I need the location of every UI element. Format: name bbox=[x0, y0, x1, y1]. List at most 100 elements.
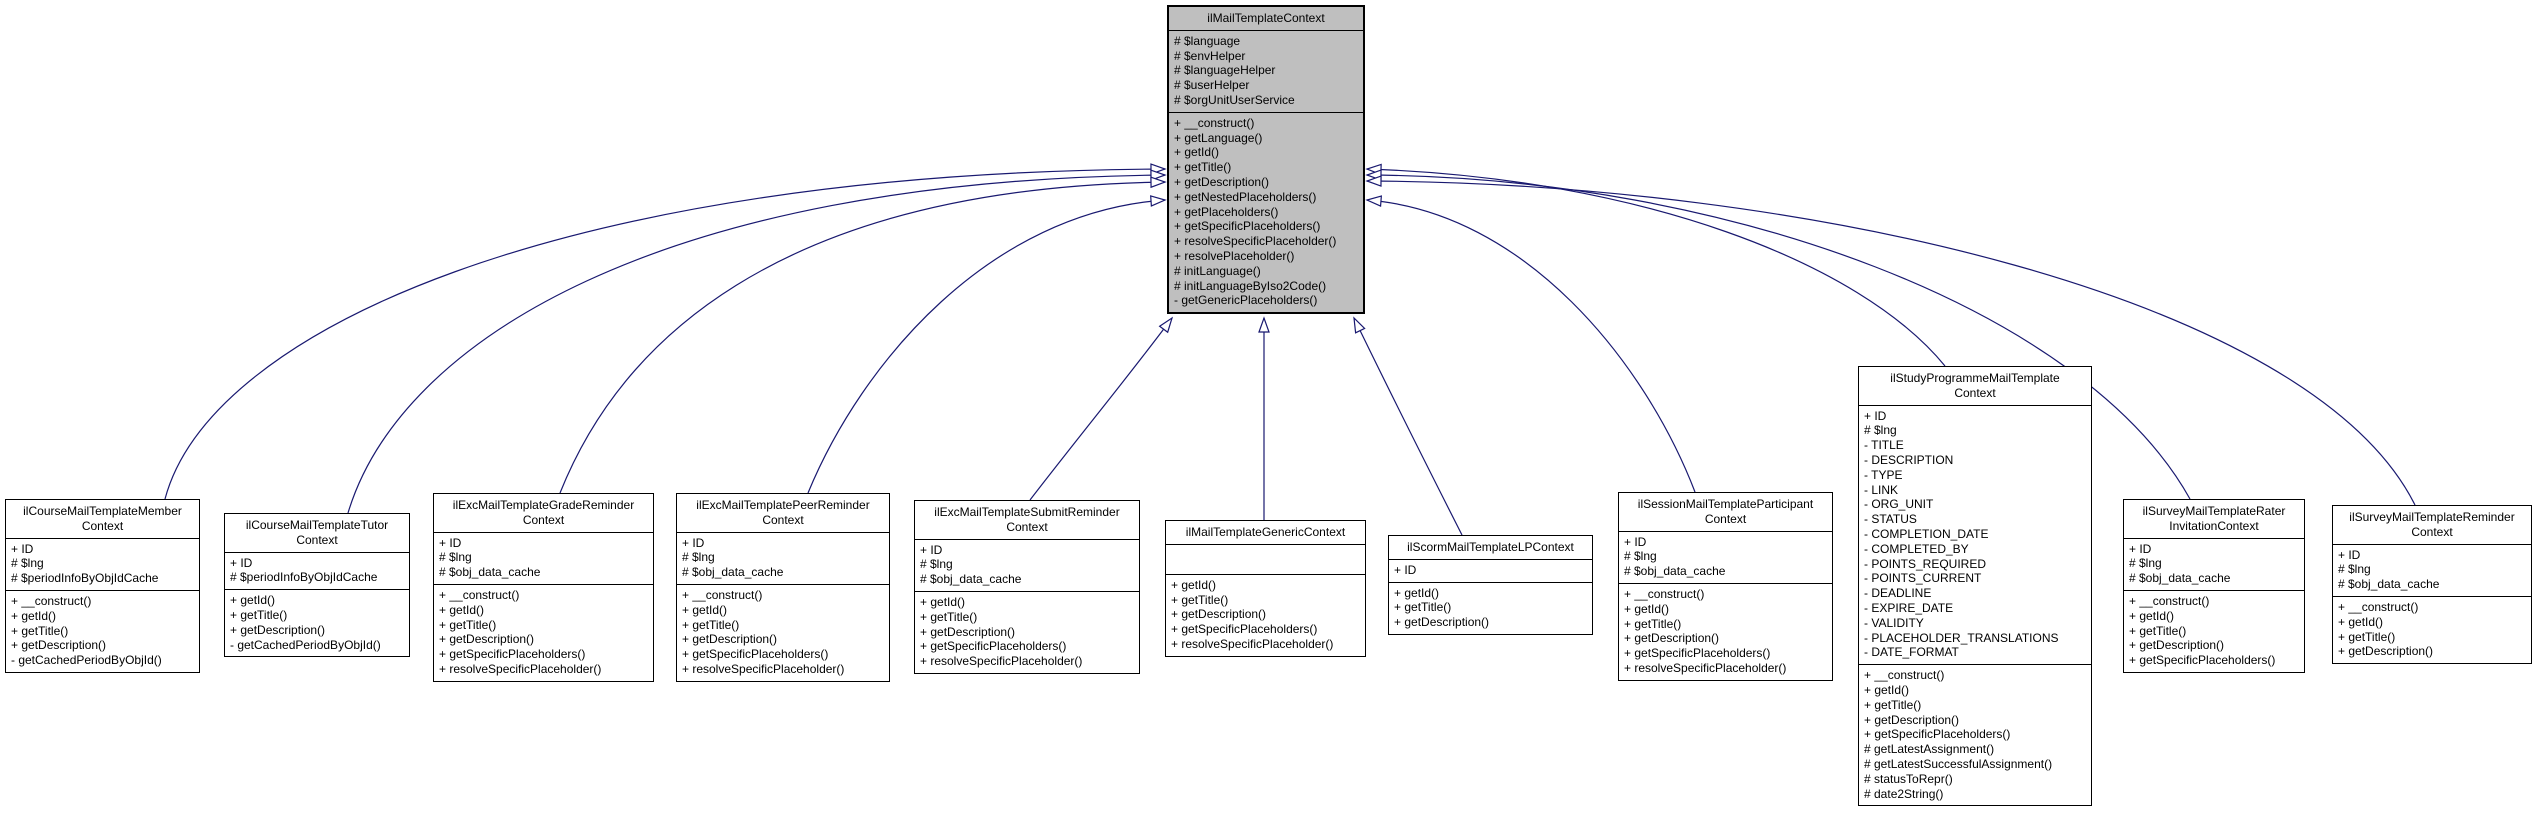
method: + __construct() bbox=[1864, 668, 1945, 683]
class-box-ilExcMailTemplatePeerReminderContext[interactable]: ilExcMailTemplatePeerReminder Context+ I… bbox=[676, 493, 890, 682]
attribute: + ID bbox=[1624, 534, 1647, 549]
method: - getGenericPlaceholders() bbox=[1174, 293, 1318, 308]
inheritance-arrow bbox=[164, 163, 1167, 500]
method: + getSpecificPlaceholders() bbox=[920, 639, 1067, 654]
class-box-ilCourseMailTemplateMemberContext[interactable]: ilCourseMailTemplateMember Context+ ID# … bbox=[5, 499, 200, 673]
method: + getNestedPlaceholders() bbox=[1174, 189, 1317, 204]
class-title: ilMailTemplateGenericContext bbox=[1166, 521, 1365, 545]
class-title: ilSurveyMailTemplateRater InvitationCont… bbox=[2124, 500, 2304, 539]
attribute: - LINK bbox=[1864, 482, 1899, 497]
attribute: - TYPE bbox=[1864, 467, 1903, 482]
attribute: # $periodInfoByObjIdCache bbox=[11, 571, 159, 586]
class-title: ilStudyProgrammeMailTemplate Context bbox=[1859, 367, 2091, 406]
class-title: ilExcMailTemplateGradeReminder Context bbox=[434, 494, 653, 533]
method: + getId() bbox=[2129, 608, 2175, 623]
method: + getSpecificPlaceholders() bbox=[1174, 219, 1321, 234]
class-box-ilMailTemplateGenericContext[interactable]: ilMailTemplateGenericContext+ getId()+ g… bbox=[1165, 520, 1366, 657]
methods-section: + __construct()+ getId()+ getTitle()+ ge… bbox=[1859, 665, 2091, 805]
attribute: - DEADLINE bbox=[1864, 586, 1932, 601]
class-title: ilSurveyMailTemplateReminder Context bbox=[2333, 506, 2531, 545]
attribute: # $lng bbox=[2129, 556, 2162, 571]
method: + __construct() bbox=[2129, 593, 2210, 608]
attribute: - EXPIRE_DATE bbox=[1864, 600, 1954, 615]
attribute: + ID bbox=[1864, 408, 1887, 423]
inheritance-arrow bbox=[1365, 169, 2191, 500]
method: + resolveSpecificPlaceholder() bbox=[1174, 234, 1337, 249]
attributes-section: # $language# $envHelper# $languageHelper… bbox=[1169, 31, 1363, 113]
attribute: + ID bbox=[682, 535, 705, 550]
attribute: # $lng bbox=[682, 550, 715, 565]
inheritance-arrow bbox=[1365, 163, 1946, 367]
method: + getSpecificPlaceholders() bbox=[1864, 727, 2011, 742]
method: + getId() bbox=[1394, 585, 1440, 600]
attribute: # $obj_data_cache bbox=[2129, 571, 2231, 586]
attribute: - POINTS_CURRENT bbox=[1864, 571, 1982, 586]
method: + getTitle() bbox=[1171, 592, 1229, 607]
class-box-ilSurveyMailTemplateRaterInvitationContext[interactable]: ilSurveyMailTemplateRater InvitationCont… bbox=[2123, 499, 2305, 673]
method: + getTitle() bbox=[1864, 697, 1922, 712]
method: + getTitle() bbox=[230, 607, 288, 622]
attribute: - ORG_UNIT bbox=[1864, 497, 1934, 512]
method: + getDescription() bbox=[682, 632, 778, 647]
method: + __construct() bbox=[1624, 586, 1705, 601]
attribute: # $lng bbox=[1864, 423, 1897, 438]
method: + getTitle() bbox=[2338, 629, 2396, 644]
class-box-ilScormMailTemplateLPContext[interactable]: ilScormMailTemplateLPContext + ID + getId(… bbox=[1388, 535, 1593, 635]
attribute: + ID bbox=[439, 535, 462, 550]
method: + __construct() bbox=[439, 587, 520, 602]
class-box-ilSessionMailTemplateParticipantContext[interactable]: ilSessionMailTemplateParticipant Context… bbox=[1618, 492, 1833, 681]
method: + getId() bbox=[230, 593, 276, 608]
method: + getId() bbox=[682, 602, 728, 617]
class-title: ilExcMailTemplateSubmitReminder Context bbox=[915, 501, 1139, 540]
inheritance-arrow bbox=[1029, 316, 1174, 501]
class-title: ilMailTemplateContext bbox=[1169, 7, 1363, 31]
attribute: # $lng bbox=[2338, 562, 2371, 577]
attribute: # $obj_data_cache bbox=[2338, 577, 2440, 592]
class-box-ilSurveyMailTemplateReminderContext[interactable]: ilSurveyMailTemplateReminder Context+ ID… bbox=[2332, 505, 2532, 665]
attribute: + ID bbox=[1394, 562, 1417, 577]
attributes-section: + ID# $lng- TITLE- DESCRIPTION- TYPE- LI… bbox=[1859, 406, 2091, 666]
inheritance-arrow bbox=[807, 195, 1167, 494]
method: + getDescription() bbox=[1624, 631, 1720, 646]
class-box-ilExcMailTemplateSubmitReminderContext[interactable]: ilExcMailTemplateSubmitReminder Context +… bbox=[914, 500, 1140, 674]
method: + __construct() bbox=[2338, 599, 2419, 614]
inheritance-arrow bbox=[559, 176, 1167, 494]
method: + getDescription() bbox=[1864, 712, 1960, 727]
attribute: # $obj_data_cache bbox=[682, 565, 784, 580]
class-box-ilMailTemplateContext[interactable]: ilMailTemplateContext# $language# $envHe… bbox=[1167, 5, 1365, 315]
method: + getTitle() bbox=[1624, 616, 1682, 631]
method: + getSpecificPlaceholders() bbox=[1171, 622, 1318, 637]
method: + __construct() bbox=[682, 587, 763, 602]
method: + getId() bbox=[920, 594, 966, 609]
method: + getLanguage() bbox=[1174, 130, 1263, 145]
method: + getDescription() bbox=[2129, 638, 2225, 653]
inheritance-arrow bbox=[1365, 195, 1696, 493]
attribute: - COMPLETION_DATE bbox=[1864, 526, 1989, 541]
methods-section: + __construct()+ getId()+ getTitle()+ ge… bbox=[6, 591, 199, 672]
class-box-ilExcMailTemplateGradeReminderContext[interactable]: ilExcMailTemplateGradeReminder Context + … bbox=[433, 493, 654, 682]
attribute: + ID bbox=[11, 541, 34, 556]
class-box-ilStudyProgrammeMailTemplateContext[interactable]: ilStudyProgrammeMailTemplate Context+ ID… bbox=[1858, 366, 2092, 807]
inheritance-arrow bbox=[1353, 316, 1463, 536]
class-title: ilSessionMailTemplateParticipant Context bbox=[1619, 493, 1832, 532]
attributes-section: + ID# $lng# $obj_data_cache bbox=[2124, 539, 2304, 591]
method: + getTitle() bbox=[920, 609, 978, 624]
method: # initLanguage() bbox=[1174, 263, 1261, 278]
method: + getId() bbox=[2338, 614, 2384, 629]
method: + getDescription() bbox=[2338, 644, 2434, 659]
attribute: # $obj_data_cache bbox=[1624, 564, 1726, 579]
method: # date2String() bbox=[1864, 786, 1944, 801]
method: + getTitle() bbox=[1174, 160, 1232, 175]
methods-section: + getId()+ getTitle()+ getDescription() bbox=[1389, 583, 1592, 634]
class-box-ilCourseMailTemplateTutorContext[interactable]: ilCourseMailTemplateTutor Context+ ID# $… bbox=[224, 513, 410, 658]
methods-section: + __construct()+ getId()+ getTitle()+ ge… bbox=[1619, 584, 1832, 680]
attribute: - PLACEHOLDER_TRANSLATIONS bbox=[1864, 630, 2059, 645]
class-title: ilScormMailTemplateLPContext bbox=[1389, 536, 1592, 560]
method: + resolveSpecificPlaceholder() bbox=[439, 661, 602, 676]
inheritance-arrow bbox=[347, 169, 1167, 514]
method: + getId() bbox=[1171, 577, 1217, 592]
method: # getLatestAssignment() bbox=[1864, 742, 1995, 757]
method: + getTitle() bbox=[11, 623, 69, 638]
method: + resolveSpecificPlaceholder() bbox=[920, 654, 1083, 669]
